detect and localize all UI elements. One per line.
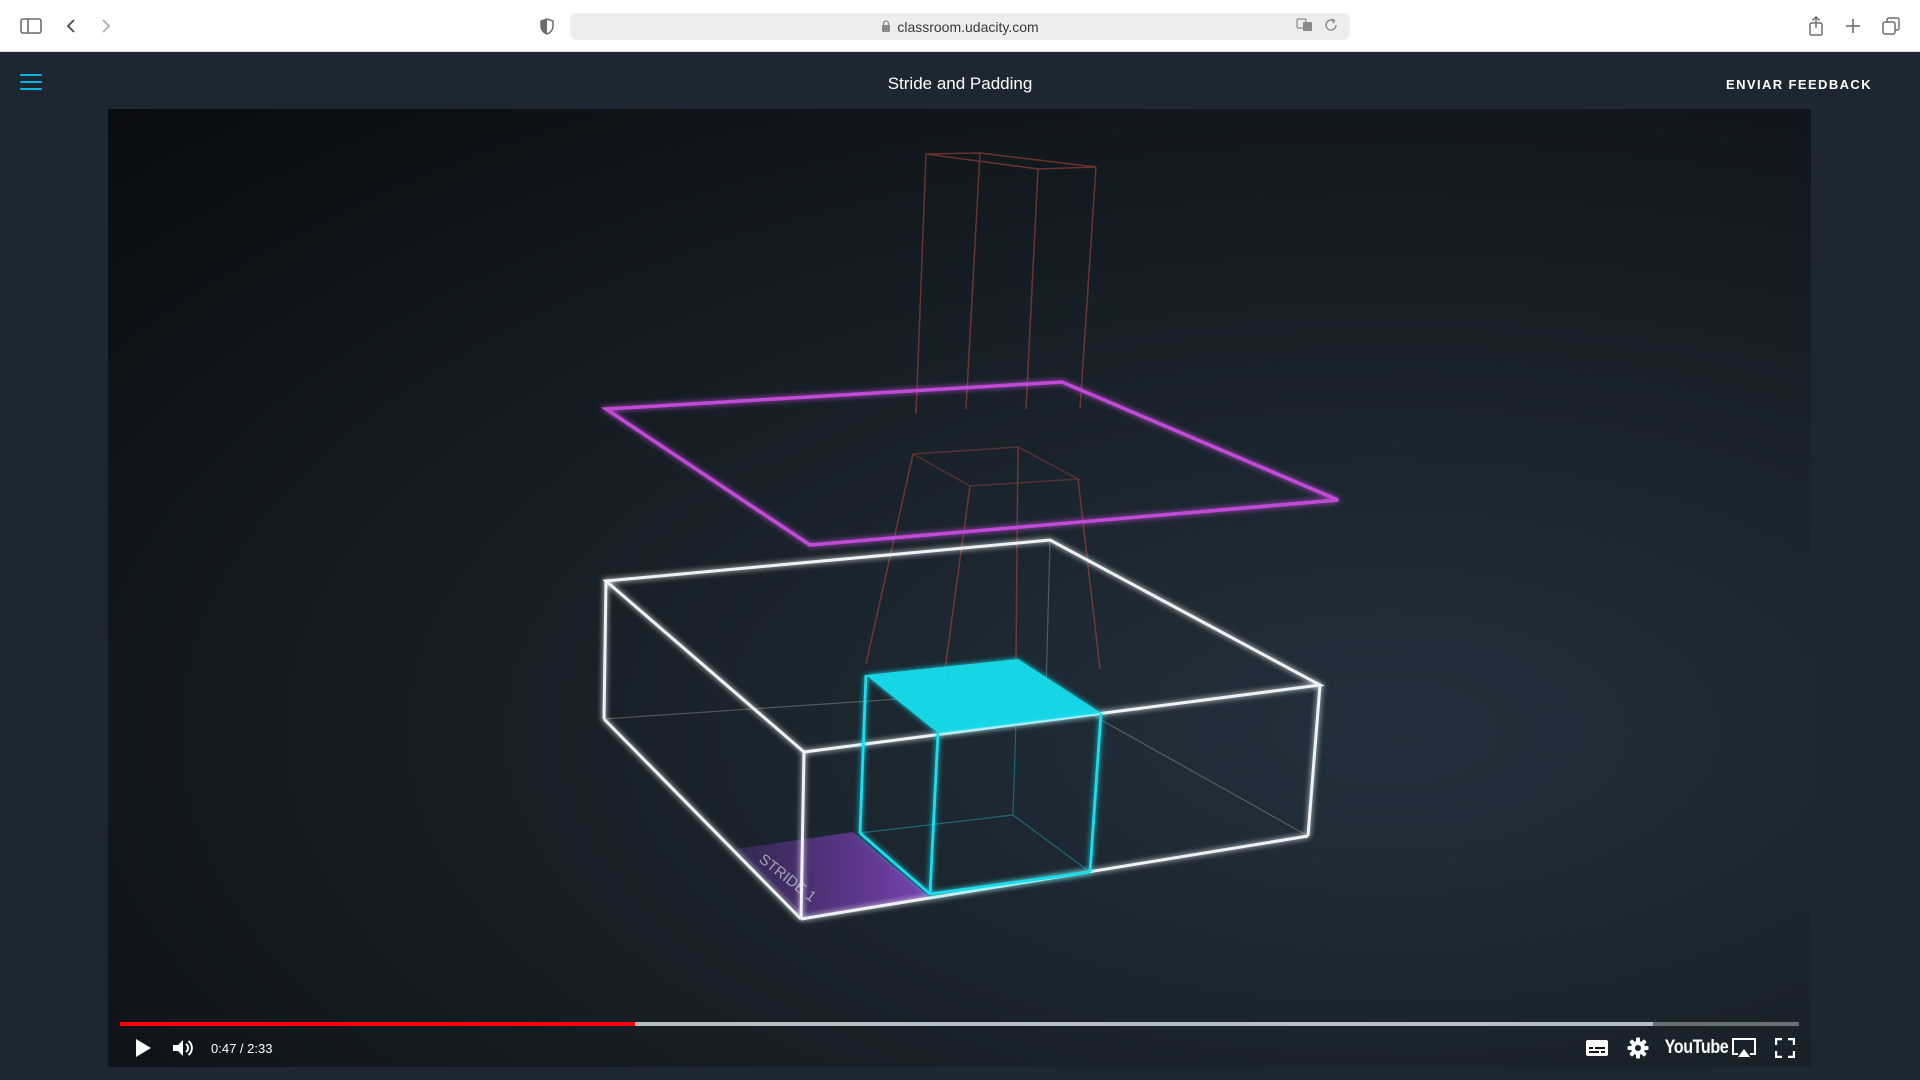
airplay-icon[interactable] xyxy=(1726,1033,1762,1063)
forward-arrow-icon[interactable] xyxy=(93,13,119,39)
back-arrow-icon[interactable] xyxy=(58,13,84,39)
youtube-logo[interactable]: YouTube xyxy=(1664,1037,1728,1058)
settings-gear-icon[interactable] xyxy=(1622,1033,1654,1063)
translate-icon[interactable] xyxy=(1296,18,1314,35)
fullscreen-icon[interactable] xyxy=(1768,1033,1802,1063)
play-icon[interactable] xyxy=(128,1033,158,1063)
menu-icon[interactable] xyxy=(20,74,42,90)
played-bar xyxy=(120,1022,636,1026)
lock-icon xyxy=(881,19,891,35)
kernel-cube xyxy=(858,674,1103,896)
page-title: Stride and Padding xyxy=(887,74,1033,93)
video-progress-bar[interactable] xyxy=(120,1022,1799,1026)
subtitles-icon[interactable] xyxy=(1580,1033,1614,1063)
new-tab-icon[interactable] xyxy=(1840,13,1866,39)
kernel-top xyxy=(866,659,1101,733)
sidebar-toggle-icon[interactable] xyxy=(18,13,44,39)
video-player[interactable]: STRIDE 1 xyxy=(108,109,1811,1067)
buffered-bar xyxy=(120,1022,1653,1026)
stride-region xyxy=(736,832,931,917)
time-display: 0:47 / 2:33 xyxy=(211,1041,273,1056)
address-bar[interactable]: classroom.udacity.com xyxy=(570,13,1350,40)
video-frame: STRIDE 1 xyxy=(600,152,1339,921)
tab-overview-icon[interactable] xyxy=(1878,13,1904,39)
player-controls: 0:47 / 2:33 YouTube xyxy=(108,1029,1811,1067)
share-icon[interactable] xyxy=(1803,13,1829,39)
volume-icon[interactable] xyxy=(168,1033,200,1063)
url-text: classroom.udacity.com xyxy=(897,18,1039,35)
send-feedback-button[interactable]: ENVIAR FEEDBACK xyxy=(1726,77,1872,92)
classroom-header: Stride and Padding ENVIAR FEEDBACK xyxy=(0,52,1920,109)
receptive-field-column xyxy=(865,152,1101,685)
reload-icon[interactable] xyxy=(1324,18,1338,35)
browser-toolbar: classroom.udacity.com xyxy=(0,0,1920,52)
output-plane xyxy=(600,380,1339,547)
privacy-shield-icon[interactable] xyxy=(534,13,560,39)
